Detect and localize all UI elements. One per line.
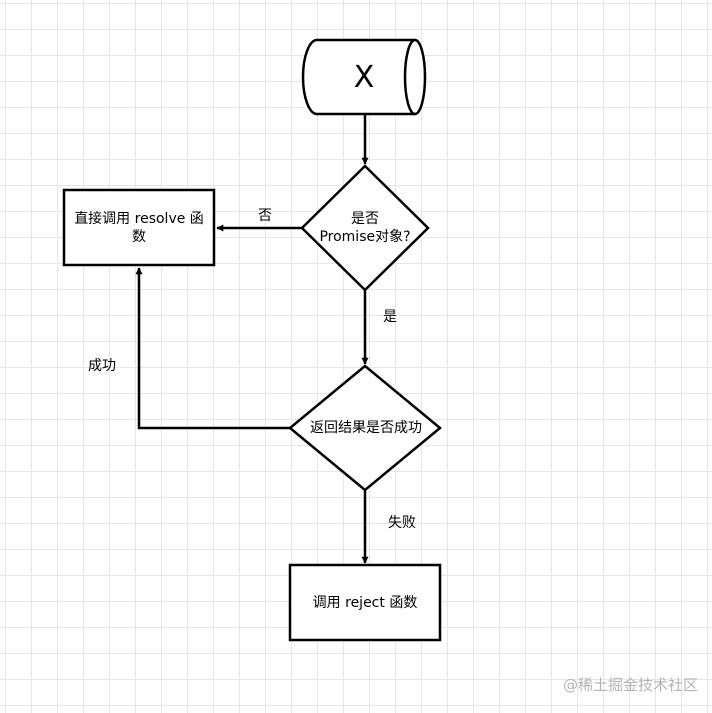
edge-label-fail: 失败 <box>388 515 416 531</box>
promise-check-line1: 是否 <box>351 211 379 227</box>
edge-success-to-resolve <box>135 267 290 430</box>
edge-label-yes: 是 <box>383 309 397 325</box>
resolve-box <box>62 188 216 267</box>
resolve-box-line1: 直接调用 resolve 函 <box>74 210 204 227</box>
success-check-label: 返回结果是否成功 <box>310 420 422 436</box>
promise-check-line2: Promise对象? <box>319 229 411 245</box>
promise-check-label: 是否 Promise对象? <box>300 204 430 252</box>
reject-box <box>288 563 442 642</box>
resolve-box-label: 直接调用 resolve 函 数 <box>64 190 214 265</box>
resolve-box-line2: 数 <box>132 228 146 245</box>
reject-box-label: 调用 reject 函数 <box>312 594 418 611</box>
edge-label-no: 否 <box>258 208 272 224</box>
start-cylinder <box>301 38 427 116</box>
start-node-label: X <box>353 60 375 95</box>
edge-label-success: 成功 <box>88 358 116 374</box>
watermark: @稀土掘金技术社区 <box>562 676 698 694</box>
